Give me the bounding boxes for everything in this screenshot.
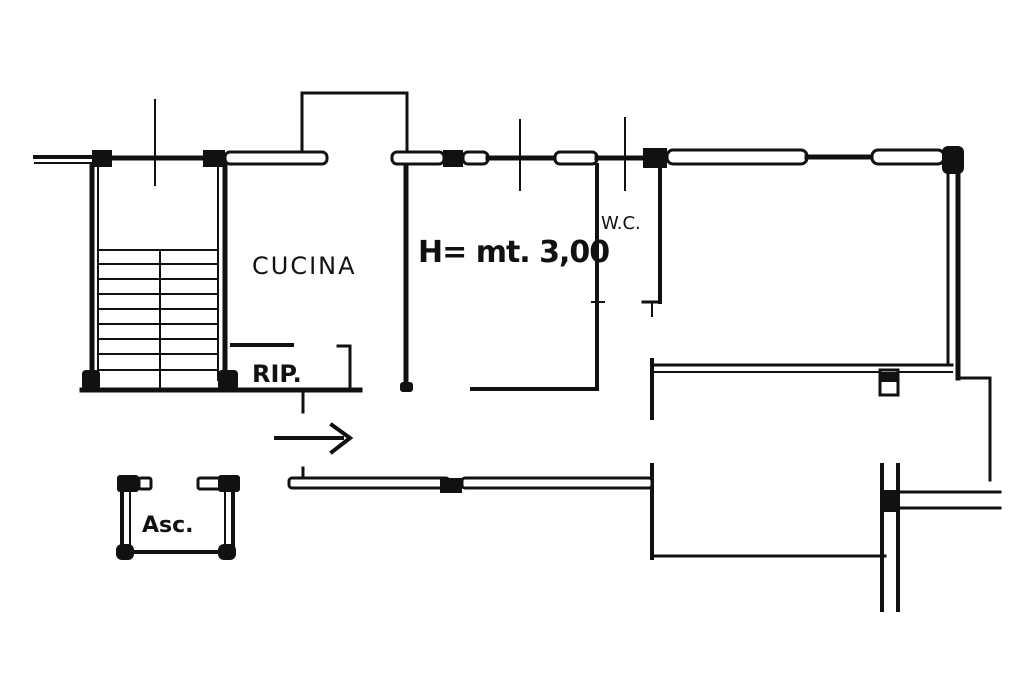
staircase — [79, 162, 363, 393]
entrance-arrow-icon — [274, 422, 354, 455]
lift-label: Asc. — [142, 513, 194, 538]
top-exterior-wall — [33, 91, 964, 191]
kitchen: CUCINA — [252, 252, 357, 280]
kitchen-label: CUCINA — [252, 252, 357, 280]
storage-label: RIP. — [252, 360, 302, 388]
right-rooms — [650, 167, 1002, 612]
ceiling-height-label: H= mt. 3,00 — [418, 235, 609, 270]
room-height: H= mt. 3,00 — [400, 162, 610, 392]
lift: Asc. — [116, 475, 240, 560]
corridor — [274, 390, 654, 493]
wc: W.C. — [601, 166, 662, 317]
storage-room: RIP. — [230, 343, 352, 390]
wc-label: W.C. — [601, 213, 641, 234]
